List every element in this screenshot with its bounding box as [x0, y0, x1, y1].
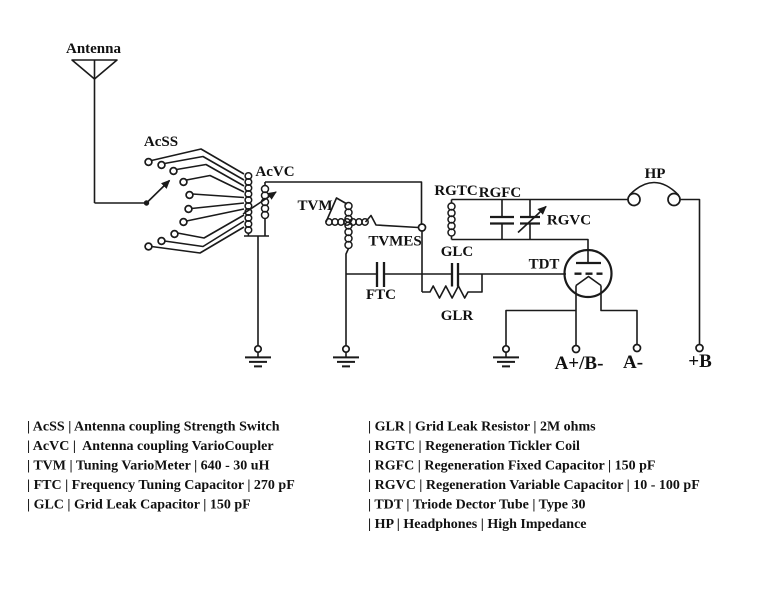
secondary-to-post-wire	[265, 181, 423, 224]
legend-item: | AcVC | Antenna coupling VarioCoupler	[27, 439, 274, 454]
ftc-capacitor-symbol	[375, 262, 386, 287]
tvm-ground-symbol	[333, 274, 359, 368]
rgtc-label: RGTC	[434, 183, 477, 199]
filament-wiring	[505, 285, 638, 346]
tvmes-label: TVMES	[368, 234, 421, 250]
glr-resistor-symbol	[422, 274, 483, 299]
acvc-coil-symbol	[242, 171, 277, 346]
ftc-label: FTC	[366, 287, 396, 303]
acss-switch-symbol	[143, 148, 245, 254]
legend-right-column: | GLR | Grid Leak Resistor | 2M ohms | R…	[368, 420, 700, 533]
tdt-tube-symbol	[563, 248, 613, 299]
tube-ground-symbol	[493, 344, 519, 368]
binding-post-terminal	[417, 223, 427, 292]
tank-bottom-rail	[451, 238, 589, 263]
tdt-label: TDT	[529, 257, 560, 273]
tvm-label: TVM	[298, 198, 333, 214]
rgfc-label: RGFC	[479, 185, 522, 201]
legend-item: | TDT | Triode Dector Tube | Type 30	[368, 498, 585, 513]
glc-label: GLC	[441, 244, 474, 260]
rgvc-capacitor-symbol	[517, 199, 547, 240]
a-plus-b-minus-label: A+/B-	[555, 353, 604, 374]
legend-item: | GLR | Grid Leak Resistor | 2M ohms	[368, 420, 596, 435]
antenna-symbol	[71, 59, 144, 204]
acvc-ground-symbol	[245, 344, 271, 368]
b-plus-terminal	[680, 198, 704, 353]
glr-label: GLR	[441, 308, 474, 324]
rgtc-coil-symbol	[447, 199, 456, 240]
legend-item: | FTC | Frequency Tuning Capacitor | 270…	[27, 478, 295, 493]
legend-item: | TVM | Tuning VarioMeter | 640 - 30 uH	[27, 459, 270, 474]
antenna-label: Antenna	[66, 41, 122, 57]
legend-item: | HP | Headphones | High Impedance	[368, 517, 587, 532]
legend-item: | GLC | Grid Leak Capacitor | 150 pF	[27, 498, 251, 513]
tvm-coil-symbol	[325, 197, 419, 274]
rgfc-capacitor-symbol	[490, 199, 514, 240]
acvc-label: AcVC	[255, 164, 294, 180]
legend-item: | RGFC | Regeneration Fixed Capacitor | …	[368, 459, 655, 474]
a-minus-label: A-	[623, 352, 643, 373]
acss-label: AcSS	[144, 134, 178, 150]
legend-item: | RGTC | Regeneration Tickler Coil	[368, 439, 580, 454]
legend-left-column: | AcSS | Antenna coupling Strength Switc…	[27, 420, 295, 513]
a-plus-b-minus-terminal	[571, 344, 581, 354]
a-minus-terminal	[632, 343, 642, 353]
legend-item: | AcSS | Antenna coupling Strength Switc…	[27, 420, 280, 435]
b-plus-label: +B	[688, 351, 712, 372]
rgvc-label: RGVC	[547, 213, 591, 229]
glc-capacitor-symbol	[450, 263, 460, 287]
hp-headphones-symbol	[627, 181, 681, 207]
hp-label: HP	[645, 166, 666, 182]
legend-item: | RGVC | Regeneration Variable Capacitor…	[368, 478, 700, 493]
